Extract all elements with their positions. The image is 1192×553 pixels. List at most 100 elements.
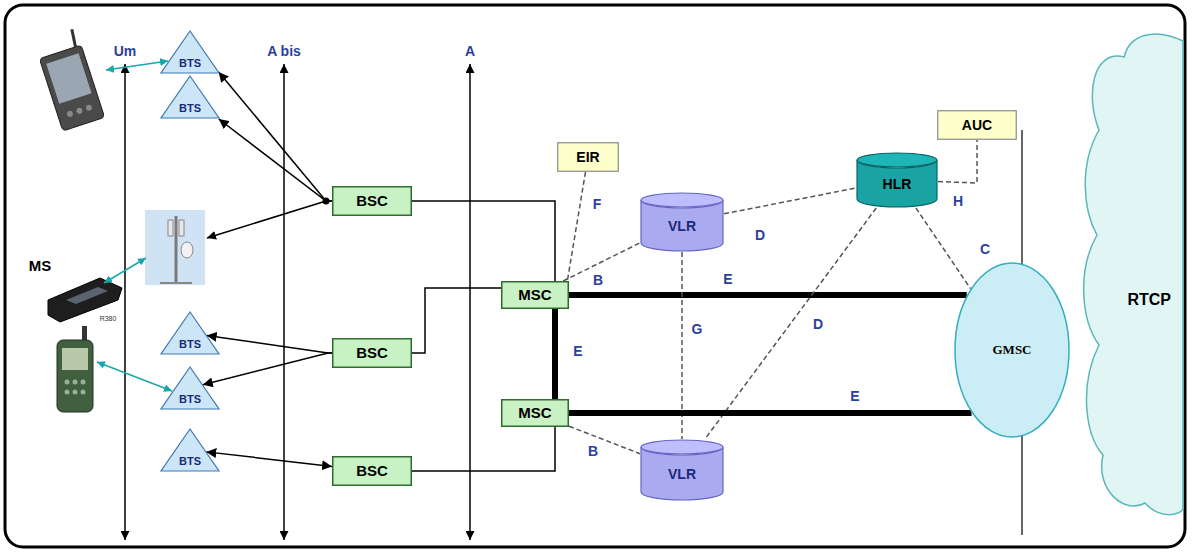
station-name: MS <box>28 258 53 275</box>
node-outline <box>333 457 412 486</box>
bts-triangle: BTS <box>160 428 220 472</box>
phone-button <box>65 390 70 395</box>
node-text: BTS <box>179 338 201 351</box>
interface-axis <box>124 64 126 540</box>
frame <box>5 5 1185 547</box>
interface-axis <box>469 64 471 540</box>
interface-name: A <box>464 44 476 59</box>
antenna-dish <box>181 242 193 258</box>
radio-link <box>106 61 168 70</box>
interface-letter: F <box>591 197 604 212</box>
node-outline <box>161 76 219 118</box>
phone-body <box>39 45 104 131</box>
link-line <box>412 427 555 471</box>
interface-letter: E <box>721 272 734 287</box>
interface-letter: E <box>848 389 861 404</box>
photo-ground <box>145 210 205 285</box>
node-outline <box>333 187 412 216</box>
msc-box: MSC <box>501 281 569 309</box>
bsc-box: BSC <box>332 456 412 486</box>
node-outline <box>502 400 569 427</box>
signalling-link <box>916 208 971 289</box>
green-phone <box>57 326 93 412</box>
rtcp-cloud: RTCP <box>1085 35 1183 515</box>
node-outline <box>161 31 219 73</box>
model-name: R380 <box>99 315 118 323</box>
link-line <box>412 288 501 353</box>
interface-letter: H <box>951 194 965 209</box>
database-lid <box>857 153 937 167</box>
signalling-link <box>567 172 585 281</box>
node-text: GMSC <box>993 343 1032 358</box>
interface-letter: D <box>753 228 767 243</box>
node-outline <box>558 143 619 172</box>
trunk-link <box>569 292 967 298</box>
phone-button <box>73 390 78 395</box>
radio-link <box>97 362 172 391</box>
node-outline <box>1084 34 1183 515</box>
phone-button <box>81 380 86 385</box>
phone-screen <box>46 53 91 103</box>
node-text: BSC <box>356 462 388 479</box>
node-text: BTS <box>179 57 201 70</box>
signalling-link <box>705 208 876 439</box>
node-text: AUC <box>962 117 992 133</box>
interface-letter: C <box>978 242 992 257</box>
antenna-base <box>160 282 192 284</box>
phone-body <box>57 340 93 412</box>
phone-button <box>73 380 78 385</box>
node-shape <box>1085 35 1183 515</box>
antenna-panel <box>168 220 173 236</box>
database-lid <box>641 193 723 207</box>
node-text: RTCP <box>1127 291 1171 309</box>
interface-letter: B <box>586 444 600 459</box>
msc-box: MSC <box>501 399 569 427</box>
phone-button <box>76 107 84 115</box>
bts-triangle: BTS <box>160 311 220 355</box>
phone-button <box>81 390 86 395</box>
gmsc-ellipse: GMSC <box>954 262 1070 438</box>
node-text: VLR <box>668 218 696 234</box>
node-text: BTS <box>179 102 201 115</box>
interface-axis <box>283 64 285 540</box>
phone-screen <box>62 348 88 370</box>
node-outline <box>161 429 219 471</box>
database-lid <box>641 440 723 454</box>
node-text: EIR <box>576 149 599 165</box>
link-line <box>207 335 332 353</box>
node-outline <box>333 339 412 368</box>
trunk-link <box>552 309 558 399</box>
hlr-database: HLR <box>856 152 938 208</box>
link-line <box>219 119 332 201</box>
antenna-mast <box>175 216 178 283</box>
node-outline <box>161 312 219 354</box>
interface-letter: G <box>690 322 705 337</box>
trunk-link <box>569 410 972 416</box>
signalling-link <box>938 140 977 183</box>
phone-button <box>66 110 74 118</box>
vlr-database: VLR <box>640 192 724 252</box>
phone-button <box>85 104 93 112</box>
abis-link <box>207 201 326 238</box>
interface-letter: E <box>571 344 584 359</box>
phone-body <box>48 278 122 322</box>
node-text: VLR <box>668 466 696 482</box>
phone-antenna <box>70 29 77 47</box>
vlr-database: VLR <box>640 439 724 501</box>
node-text: BSC <box>356 344 388 361</box>
node-outline <box>955 263 1069 437</box>
bts-triangle: BTS <box>160 366 220 410</box>
node-outline <box>641 200 723 251</box>
node-text: MSC <box>518 404 551 421</box>
bsc-box: BSC <box>332 338 412 368</box>
node-text: BTS <box>179 455 201 468</box>
auc-box: AUC <box>937 110 1017 140</box>
link-line <box>206 452 332 467</box>
phone-button <box>65 380 70 385</box>
antenna-photo <box>145 210 205 285</box>
node-text: BTS <box>179 393 201 406</box>
interface-letter: B <box>591 273 605 288</box>
node-text: HLR <box>883 176 912 192</box>
node-outline <box>938 111 1017 140</box>
